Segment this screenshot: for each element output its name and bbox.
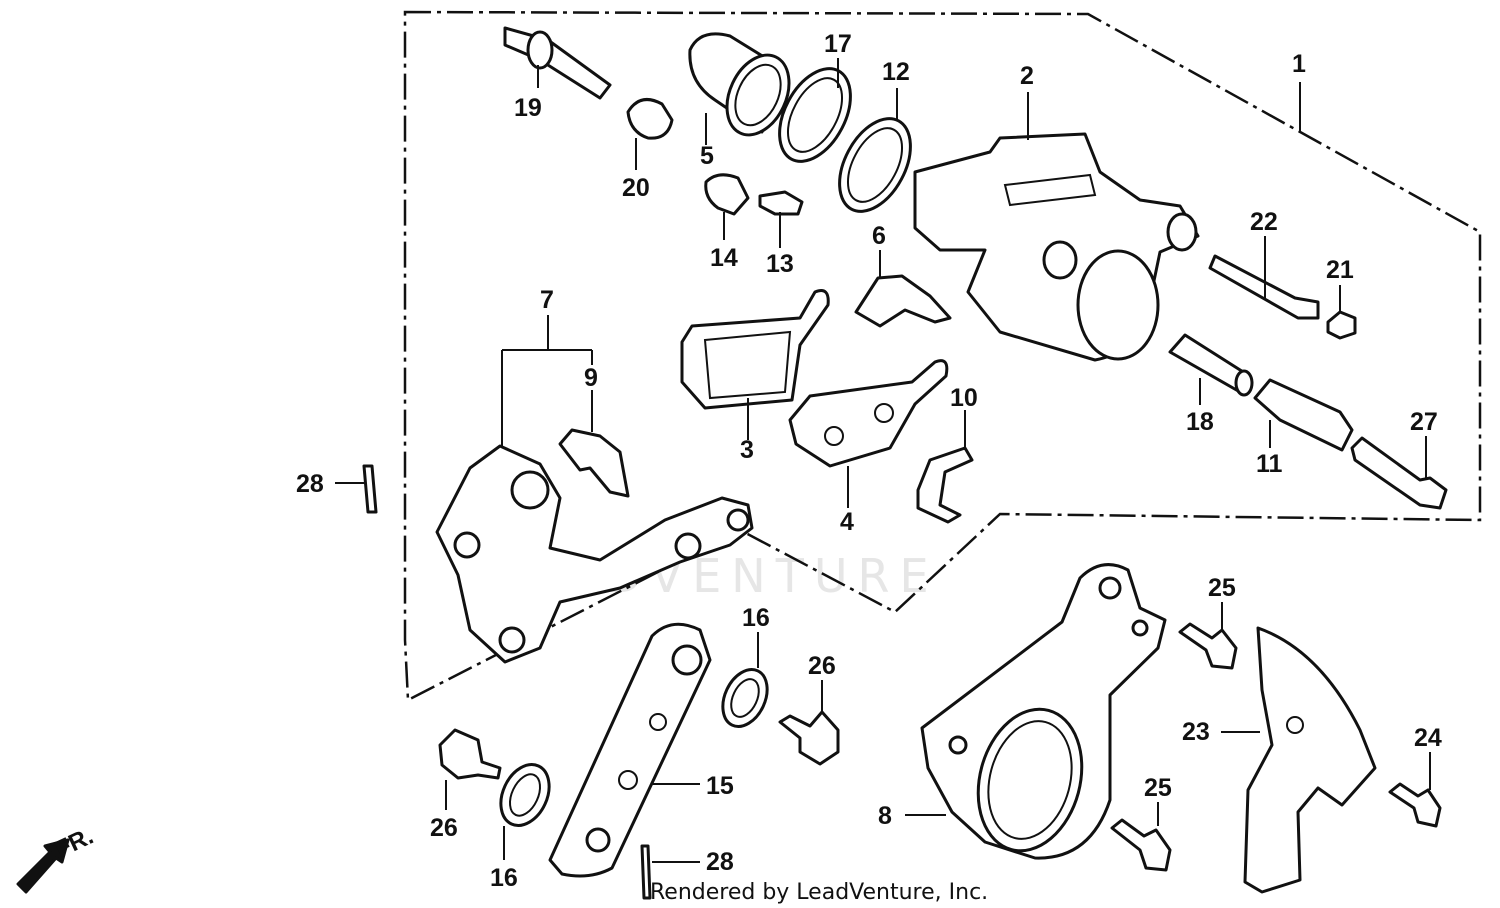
piston-part[interactable] [688, 32, 801, 145]
callout-22[interactable]: 22 [1250, 208, 1278, 236]
callout-3[interactable]: 3 [740, 436, 754, 464]
callout-23[interactable]: 23 [1182, 718, 1210, 746]
callout-15[interactable]: 15 [706, 772, 734, 800]
credit-text: Rendered by LeadVenture, Inc. [650, 880, 988, 905]
callout-26-upper[interactable]: 26 [808, 652, 836, 680]
sleeve-part[interactable] [1168, 333, 1254, 397]
pad-spring-part[interactable] [854, 274, 952, 328]
brake-pad-inner-part[interactable] [680, 289, 830, 410]
nut-part[interactable] [1326, 310, 1357, 340]
pin-boot-part[interactable] [626, 98, 674, 140]
callout-25-upper[interactable]: 25 [1208, 574, 1236, 602]
cotter-pin-upper-part[interactable] [362, 464, 378, 514]
front-direction-arrow-icon [16, 838, 70, 894]
callout-28-upper[interactable]: 28 [296, 470, 324, 498]
callout-10[interactable]: 10 [950, 384, 978, 412]
link-bolt-lower-part[interactable] [438, 728, 502, 780]
callout-7[interactable]: 7 [540, 286, 554, 314]
callout-27[interactable]: 27 [1410, 408, 1438, 436]
callout-21[interactable]: 21 [1326, 256, 1354, 284]
callout-16-upper[interactable]: 16 [742, 604, 770, 632]
callout-26-lower[interactable]: 26 [430, 814, 458, 842]
callout-6[interactable]: 6 [872, 222, 886, 250]
callout-numbers: 1 2 3 4 5 6 7 8 9 10 11 12 13 14 15 16 1… [296, 30, 1442, 892]
bleeder-cap-part[interactable] [704, 173, 750, 216]
callout-13[interactable]: 13 [766, 250, 794, 278]
callout-5[interactable]: 5 [700, 142, 714, 170]
slide-pin-part[interactable] [503, 26, 612, 100]
callout-9[interactable]: 9 [584, 364, 598, 392]
piston-seal-part[interactable] [825, 107, 925, 223]
caliper-body-part[interactable] [913, 132, 1200, 362]
collar-lower-part[interactable] [492, 757, 559, 834]
guard-bolt-part[interactable] [1388, 782, 1442, 828]
plate-bolt-lower-part[interactable] [1110, 818, 1172, 872]
callout-16-lower[interactable]: 16 [490, 864, 518, 892]
plate-bolt-upper-part[interactable] [1178, 622, 1238, 670]
callout-24[interactable]: 24 [1414, 724, 1442, 752]
callout-17[interactable]: 17 [824, 30, 852, 58]
callout-8[interactable]: 8 [878, 802, 892, 830]
bleeder-screw-part[interactable] [758, 190, 804, 216]
link-bolt-upper-part[interactable] [778, 710, 840, 766]
callout-19[interactable]: 19 [514, 94, 542, 122]
callout-25-lower[interactable]: 25 [1144, 774, 1172, 802]
cotter-pin-lower-part[interactable] [640, 844, 652, 900]
torque-link-part[interactable] [548, 622, 712, 878]
callout-4[interactable]: 4 [840, 508, 854, 536]
caliper-pin-part[interactable] [1253, 378, 1354, 452]
brake-plate-part[interactable] [920, 563, 1167, 863]
caliper-guard-part[interactable] [1243, 626, 1377, 894]
callout-28-lower[interactable]: 28 [706, 848, 734, 876]
caliper-bolt-part[interactable] [1350, 436, 1448, 510]
callout-2[interactable]: 2 [1020, 62, 1034, 90]
assembly-outline [403, 10, 1482, 702]
callout-18[interactable]: 18 [1186, 408, 1214, 436]
collar-upper-part[interactable] [714, 662, 776, 733]
caliper-bracket-part[interactable] [435, 444, 754, 664]
pad-retainer-part[interactable] [916, 446, 974, 524]
callout-11[interactable]: 11 [1256, 450, 1283, 478]
leader-lines [335, 58, 1431, 863]
callout-12[interactable]: 12 [882, 58, 910, 86]
callout-20[interactable]: 20 [622, 174, 650, 202]
callout-1[interactable]: 1 [1292, 50, 1306, 78]
pad-clip-part[interactable] [558, 428, 630, 498]
callout-14[interactable]: 14 [710, 244, 738, 272]
brake-pad-outer-part[interactable] [788, 359, 949, 468]
